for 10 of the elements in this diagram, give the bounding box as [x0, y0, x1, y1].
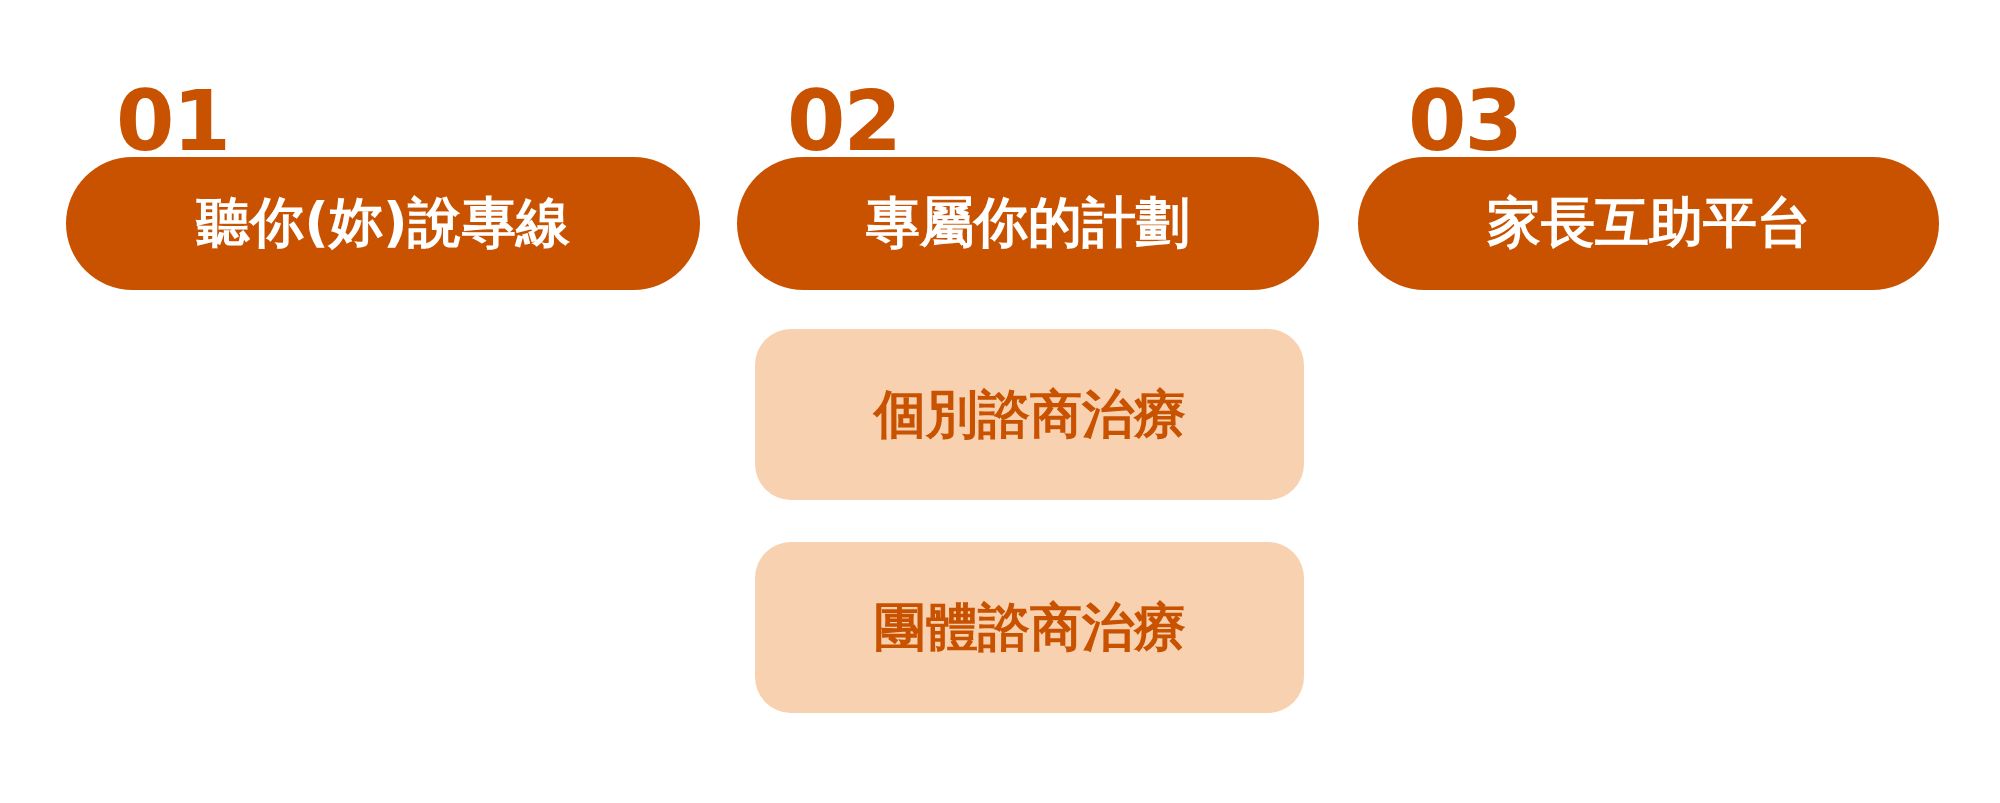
item-card: [755, 542, 1304, 713]
heading-text: 專屬你的計劃: [866, 190, 1190, 256]
item-text: 個別諮商治療: [873, 382, 1186, 446]
step-number: 03: [1408, 79, 1521, 163]
step-number: 01: [116, 79, 229, 163]
heading-text: 聽你(妳)說專線: [196, 190, 570, 256]
heading-text: 家長互助平台: [1486, 190, 1811, 256]
step-number: 02: [787, 79, 900, 163]
item-text: 團體諮商治療: [873, 595, 1186, 659]
item-card: [755, 329, 1304, 500]
